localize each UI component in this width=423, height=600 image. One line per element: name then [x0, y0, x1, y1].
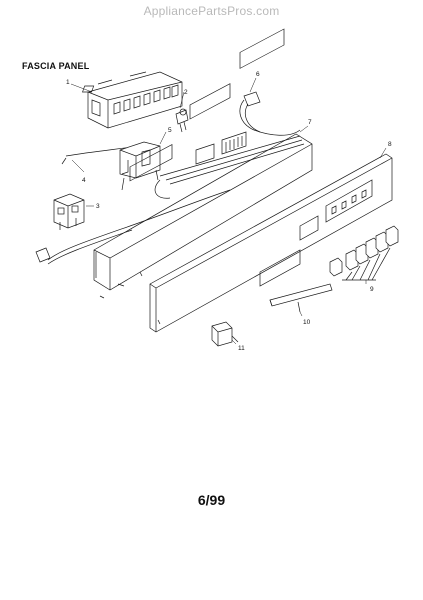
callout-8: 8: [388, 141, 392, 148]
harness-connector-part: [239, 91, 301, 136]
knob-cap-part: [211, 321, 239, 347]
fascia-panel-part: [149, 153, 393, 333]
watermark: AppliancePartsPros.com: [143, 4, 280, 18]
diagram-title: FASCIA PANEL: [22, 61, 90, 71]
panel-frame-part: [35, 28, 313, 299]
callout-6: 6: [256, 71, 260, 78]
callout-7: 7: [308, 119, 312, 126]
callout-3: 3: [96, 203, 100, 210]
callout-1: 1: [66, 79, 70, 86]
leader-lines: [70, 77, 387, 345]
callout-4: 4: [82, 177, 86, 184]
page-footer-date: 6/99: [197, 492, 226, 508]
button-set-part: [329, 225, 399, 281]
callout-2: 2: [184, 89, 188, 96]
handle-bar-part: [269, 283, 333, 313]
control-module-part: [82, 71, 183, 129]
callout-10: 10: [303, 319, 311, 326]
callout-5: 5: [168, 127, 172, 134]
terminal-block-part: [53, 193, 85, 230]
callout-11: 11: [238, 345, 245, 352]
switch-part: [175, 108, 189, 133]
bracket-part: [119, 141, 161, 191]
callout-9: 9: [370, 286, 374, 293]
